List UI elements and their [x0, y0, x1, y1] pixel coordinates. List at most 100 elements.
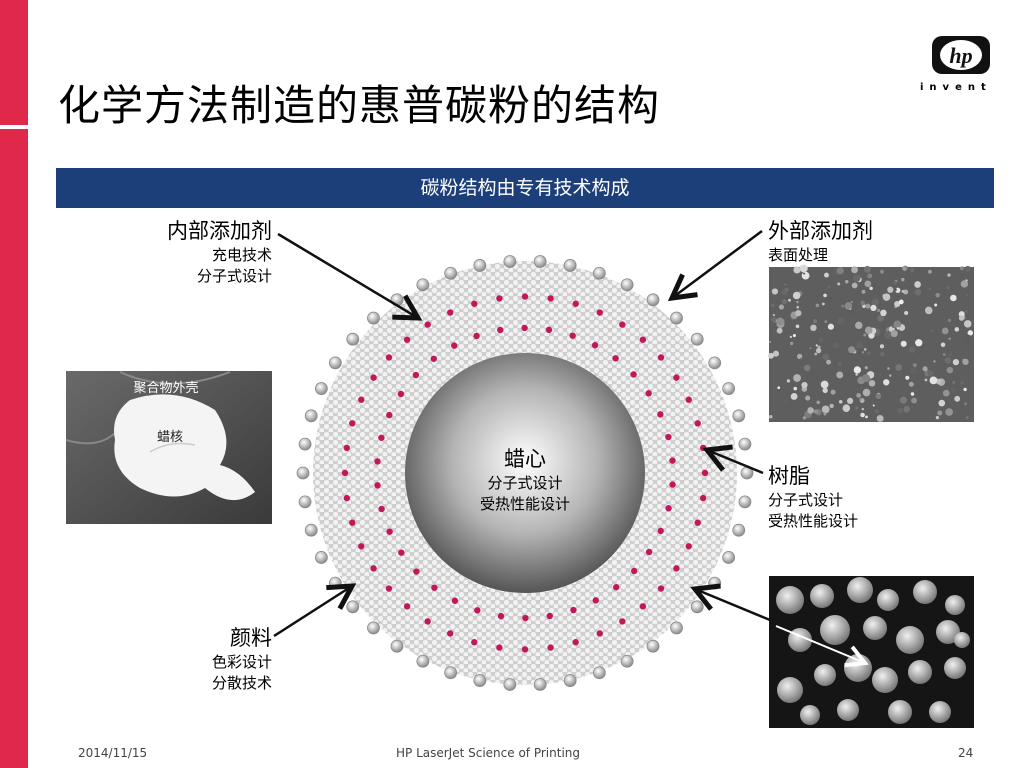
resin-sphere [913, 580, 937, 604]
texture-grain [800, 357, 803, 361]
pigment-dot [630, 567, 638, 575]
additive-bead [533, 255, 547, 268]
additive-bead [563, 674, 577, 687]
texture-grain [855, 321, 863, 330]
texture-grain [893, 281, 898, 286]
additive-bead [473, 259, 487, 272]
texture-grain [771, 288, 779, 295]
texture-grain [938, 399, 946, 407]
texture-grain [863, 265, 871, 273]
texture-grain [935, 292, 940, 298]
texture-grain [934, 356, 941, 363]
texture-grain [801, 271, 810, 280]
texture-grain [964, 402, 968, 406]
pigment-dot [474, 607, 481, 614]
texture-grain [903, 405, 910, 413]
pigment-dot [385, 354, 393, 361]
pigment-dot [547, 295, 554, 302]
texture-grain [836, 267, 844, 275]
texture-grain [822, 387, 828, 394]
additive-bead [732, 523, 746, 537]
resin-label: 树脂 分子式设计 受热性能设计 [768, 460, 968, 532]
photo-core-label: 蜡核 [157, 430, 183, 445]
pigment-dot [645, 390, 652, 397]
pigment-dot [370, 565, 377, 572]
texture-grain [959, 380, 964, 385]
texture-grain [824, 320, 828, 324]
texture-grain [882, 293, 891, 301]
texture-grain [922, 366, 928, 372]
texture-grain [837, 361, 843, 367]
texture-grain [768, 352, 774, 359]
texture-grain [777, 386, 781, 390]
texture-grain [799, 264, 808, 273]
pigment-dot [669, 481, 676, 488]
resin-sphere [877, 589, 899, 611]
additive-bead [314, 551, 328, 564]
texture-grain [790, 393, 798, 400]
texture-grain [815, 347, 822, 354]
additive-bead [390, 639, 404, 653]
texture-grain [937, 268, 946, 277]
texture-grain [851, 266, 858, 274]
resin-title: 树脂 [768, 464, 810, 488]
texture-grain [770, 303, 775, 308]
texture-grain [859, 398, 863, 401]
texture-grain [940, 342, 946, 348]
pigment-dot [657, 411, 664, 418]
additive-bead [473, 674, 487, 687]
texture-grain [929, 376, 938, 385]
footer-title: HP LaserJet Science of Printing [396, 746, 580, 760]
texture-grain [947, 273, 951, 277]
texture-grain [813, 319, 818, 324]
additive-bead [296, 466, 310, 480]
additive-bead [304, 409, 318, 423]
additive-bead [328, 576, 342, 590]
additive-bead [533, 678, 547, 691]
pigment-dot [546, 612, 553, 620]
pigment-dot [630, 371, 637, 378]
texture-grain [816, 400, 820, 405]
hp-logo-mark: hp [949, 43, 972, 68]
texture-grain [826, 296, 833, 303]
resin-sphere [800, 705, 820, 725]
texture-grain [804, 311, 811, 318]
resin-line1: 分子式设计 [768, 491, 844, 509]
texture-grain [905, 375, 910, 380]
texture-grain [833, 342, 840, 349]
texture-grain [951, 380, 956, 385]
pigment-dot [386, 528, 393, 535]
pigment-dot [349, 420, 356, 427]
external-additive-title: 外部添加剂 [768, 219, 873, 243]
texture-grain [933, 360, 936, 363]
photo-resin-particles [769, 576, 974, 728]
resin-line2: 受热性能设计 [768, 512, 859, 530]
wax-core-title: 蜡心 [504, 447, 546, 471]
texture-grain [772, 350, 780, 357]
internal-additive-title: 内部添加剂 [167, 219, 272, 243]
texture-grain [823, 412, 827, 416]
additive-bead [690, 332, 704, 346]
texture-grain [875, 393, 882, 400]
resin-sphere [837, 699, 859, 721]
pigment-dot [521, 646, 529, 653]
pigment-dot [358, 396, 365, 403]
texture-grain [864, 280, 872, 288]
texture-grain [828, 418, 831, 421]
texture-grain [879, 344, 884, 349]
texture-grain [960, 280, 969, 288]
pigment-dot [657, 585, 665, 592]
texture-grain [844, 302, 853, 310]
texture-grain [813, 409, 819, 414]
pigment-dot [521, 293, 529, 300]
texture-grain [789, 341, 794, 346]
pigment-dot [471, 639, 478, 646]
photo-shell-label: 聚合物外壳 [133, 381, 198, 396]
texture-grain [934, 303, 938, 307]
resin-sphere [954, 632, 970, 648]
pigment-dot [685, 543, 692, 550]
texture-grain [846, 397, 854, 405]
pigment-dot [619, 618, 626, 625]
texture-grain [830, 389, 836, 395]
texture-grain [820, 380, 829, 389]
